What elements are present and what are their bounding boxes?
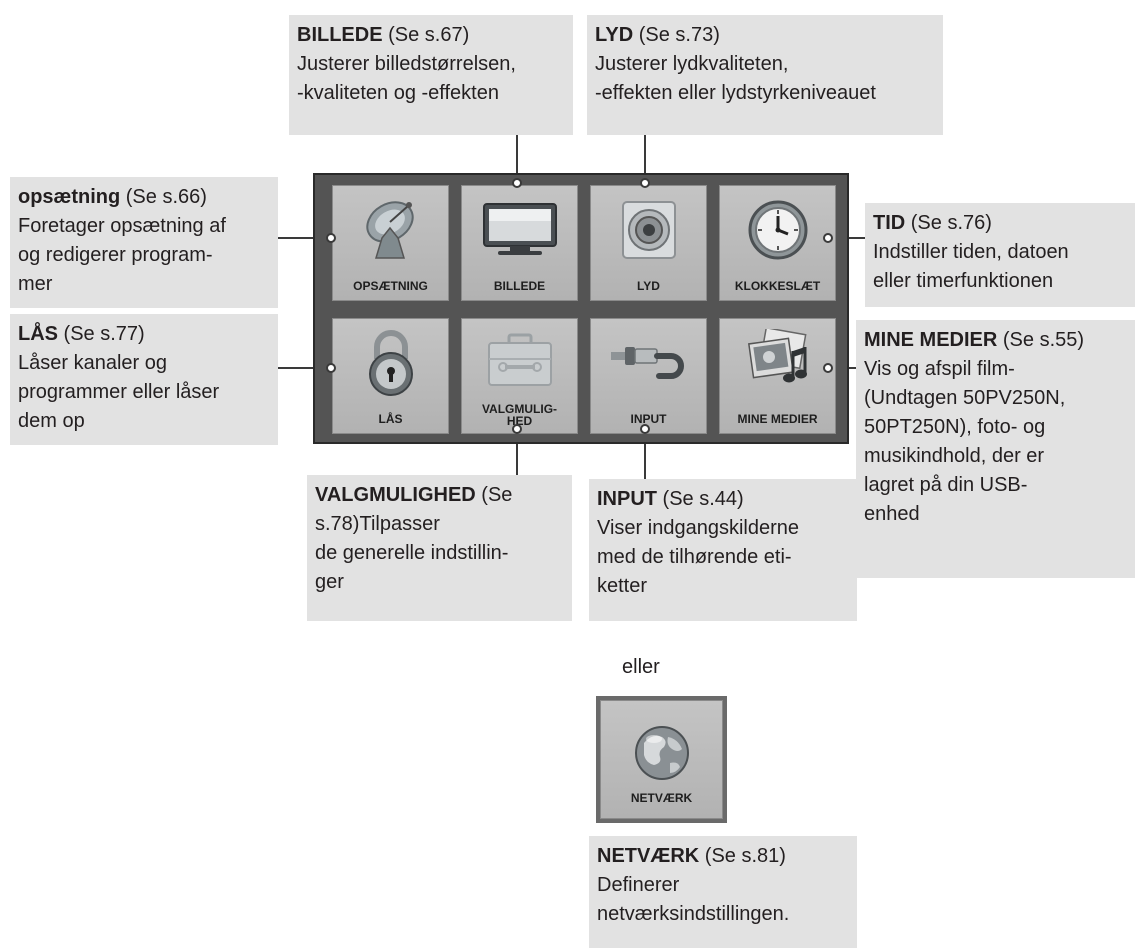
callout-line: eller timerfunktionen bbox=[873, 270, 1054, 292]
callout-billede: BILLEDE (Se s.67) Justerer billedstørrel… bbox=[289, 15, 573, 135]
callout-line: Viser indgangskilderne bbox=[597, 517, 799, 539]
tile-netvaerk[interactable]: NETVÆRK bbox=[600, 700, 723, 819]
tile-label-line: VALGMULIG- bbox=[481, 402, 558, 416]
connector-laas bbox=[278, 367, 330, 369]
connector-dot bbox=[823, 233, 833, 243]
callout-line: (Undtagen 50PV250N, bbox=[864, 387, 1066, 409]
callout-laas: LÅS (Se s.77) Låser kanaler og programme… bbox=[10, 314, 278, 445]
callout-line: -effekten eller lydstyrkeniveauet bbox=[595, 82, 876, 104]
tile-klokkeslaet[interactable]: KLOKKESLÆT bbox=[719, 185, 836, 301]
callout-input: INPUT (Se s.44) Viser indgangskilderne m… bbox=[589, 479, 857, 621]
speaker-icon bbox=[620, 200, 678, 265]
callout-ref: (Se s.76) bbox=[905, 212, 992, 234]
toolbox-icon bbox=[485, 333, 555, 394]
tile-mine-medier[interactable]: MINE MEDIER bbox=[719, 318, 836, 434]
connector-dot bbox=[326, 363, 336, 373]
callout-line: netværksindstillingen. bbox=[597, 903, 790, 925]
connector-input bbox=[644, 430, 646, 479]
tile-laas[interactable]: LÅS bbox=[332, 318, 449, 434]
tv-monitor-icon bbox=[480, 202, 560, 263]
callout-title: VALGMULIGHED bbox=[315, 484, 476, 506]
tile-label: NETVÆRK bbox=[630, 791, 693, 805]
connector-dot bbox=[823, 363, 833, 373]
satellite-dish-icon bbox=[360, 198, 422, 267]
tile-valgmulighed[interactable]: VALGMULIG- HED bbox=[461, 318, 578, 434]
callout-line: og redigerer program- bbox=[18, 244, 213, 266]
tile-label: LYD bbox=[637, 279, 660, 293]
network-tile-frame: NETVÆRK bbox=[596, 696, 727, 823]
callout-line: enhed bbox=[864, 503, 920, 525]
media-photos-music-icon bbox=[743, 326, 813, 396]
connector-dot bbox=[512, 424, 522, 434]
tile-label: MINE MEDIER bbox=[737, 412, 818, 426]
callout-title: LYD bbox=[595, 24, 634, 46]
callout-line: Indstiller tiden, datoen bbox=[873, 241, 1069, 263]
callout-line: s.78)Tilpasser bbox=[315, 513, 440, 535]
tile-label: VALGMULIG- HED bbox=[462, 403, 577, 427]
callout-line: Definerer bbox=[597, 874, 680, 896]
callout-line: Foretager opsætning af bbox=[18, 215, 226, 237]
tile-opsaetning[interactable]: OPSÆTNING bbox=[332, 185, 449, 301]
tile-label: BILLEDE bbox=[493, 279, 546, 293]
callout-line: programmer eller låser bbox=[18, 381, 220, 403]
tile-label: LÅS bbox=[378, 412, 403, 426]
main-menu-panel: OPSÆTNING BILLEDE LYD bbox=[313, 173, 849, 444]
callout-title: TID bbox=[873, 212, 906, 234]
globe-icon bbox=[632, 723, 692, 788]
callout-lyd: LYD (Se s.73) Justerer lydkvaliteten, -e… bbox=[587, 15, 943, 135]
tile-label: INPUT bbox=[630, 412, 667, 426]
callout-title: BILLEDE bbox=[297, 24, 383, 46]
clock-icon bbox=[746, 198, 810, 267]
connector-billede bbox=[516, 135, 518, 183]
callout-line: Låser kanaler og bbox=[18, 352, 167, 374]
callout-line: Justerer lydkvaliteten, bbox=[595, 53, 789, 75]
callout-line: Justerer billedstørrelsen, bbox=[297, 53, 516, 75]
callout-tid: TID (Se s.76) Indstiller tiden, datoen e… bbox=[865, 203, 1135, 307]
callout-line: 50PT250N), foto- og bbox=[864, 416, 1046, 438]
connector-valgmulighed bbox=[516, 430, 518, 475]
callout-line: dem op bbox=[18, 410, 85, 432]
callout-ref: (Se s.73) bbox=[633, 24, 720, 46]
callout-title: INPUT bbox=[597, 488, 657, 510]
callout-line: ketter bbox=[597, 575, 648, 597]
connector-opsaetning bbox=[278, 237, 330, 239]
connector-dot bbox=[640, 424, 650, 434]
callout-line: mer bbox=[18, 273, 53, 295]
callout-line: ger bbox=[315, 571, 344, 593]
callout-title: opsætning bbox=[18, 186, 121, 208]
padlock-icon bbox=[363, 327, 419, 402]
connector-dot bbox=[326, 233, 336, 243]
callout-line: Vis og afspil film- bbox=[864, 358, 1015, 380]
callout-title: MINE MEDIER bbox=[864, 329, 998, 351]
callout-ref: (Se s.55) bbox=[997, 329, 1085, 351]
callout-opsaetning: opsætning (Se s.66) Foretager opsætning … bbox=[10, 177, 278, 308]
callout-title: LÅS bbox=[18, 323, 58, 345]
connector-dot bbox=[512, 178, 522, 188]
callout-line: med de tilhørende eti- bbox=[597, 546, 792, 568]
connector-dot bbox=[640, 178, 650, 188]
callout-ref: (Se bbox=[475, 484, 513, 506]
callout-ref: (Se s.67) bbox=[382, 24, 470, 46]
tile-label: OPSÆTNING bbox=[353, 279, 428, 293]
callout-ref: (Se s.81) bbox=[699, 845, 786, 867]
callout-ref: (Se s.77) bbox=[58, 323, 145, 345]
connector-lyd bbox=[644, 135, 646, 183]
tile-lyd[interactable]: LYD bbox=[590, 185, 707, 301]
callout-ref: (Se s.66) bbox=[120, 186, 207, 208]
callout-line: de generelle indstillin- bbox=[315, 542, 509, 564]
callout-mine-medier: MINE MEDIER (Se s.55) Vis og afspil film… bbox=[856, 320, 1135, 578]
tile-label: KLOKKESLÆT bbox=[734, 279, 821, 293]
tile-input[interactable]: INPUT bbox=[590, 318, 707, 434]
cable-connector-icon bbox=[609, 341, 689, 392]
callout-line: -kvaliteten og -effekten bbox=[297, 82, 499, 104]
tile-billede[interactable]: BILLEDE bbox=[461, 185, 578, 301]
callout-line: lagret på din USB- bbox=[864, 474, 1028, 496]
callout-line: musikindhold, der er bbox=[864, 445, 1045, 467]
or-label: eller bbox=[622, 656, 660, 678]
callout-title: NETVÆRK bbox=[597, 845, 700, 867]
callout-valgmulighed: VALGMULIGHED (Se s.78)Tilpasser de gener… bbox=[307, 475, 572, 621]
callout-ref: (Se s.44) bbox=[657, 488, 744, 510]
callout-netvaerk: NETVÆRK (Se s.81) Definerer netværksinds… bbox=[589, 836, 857, 948]
